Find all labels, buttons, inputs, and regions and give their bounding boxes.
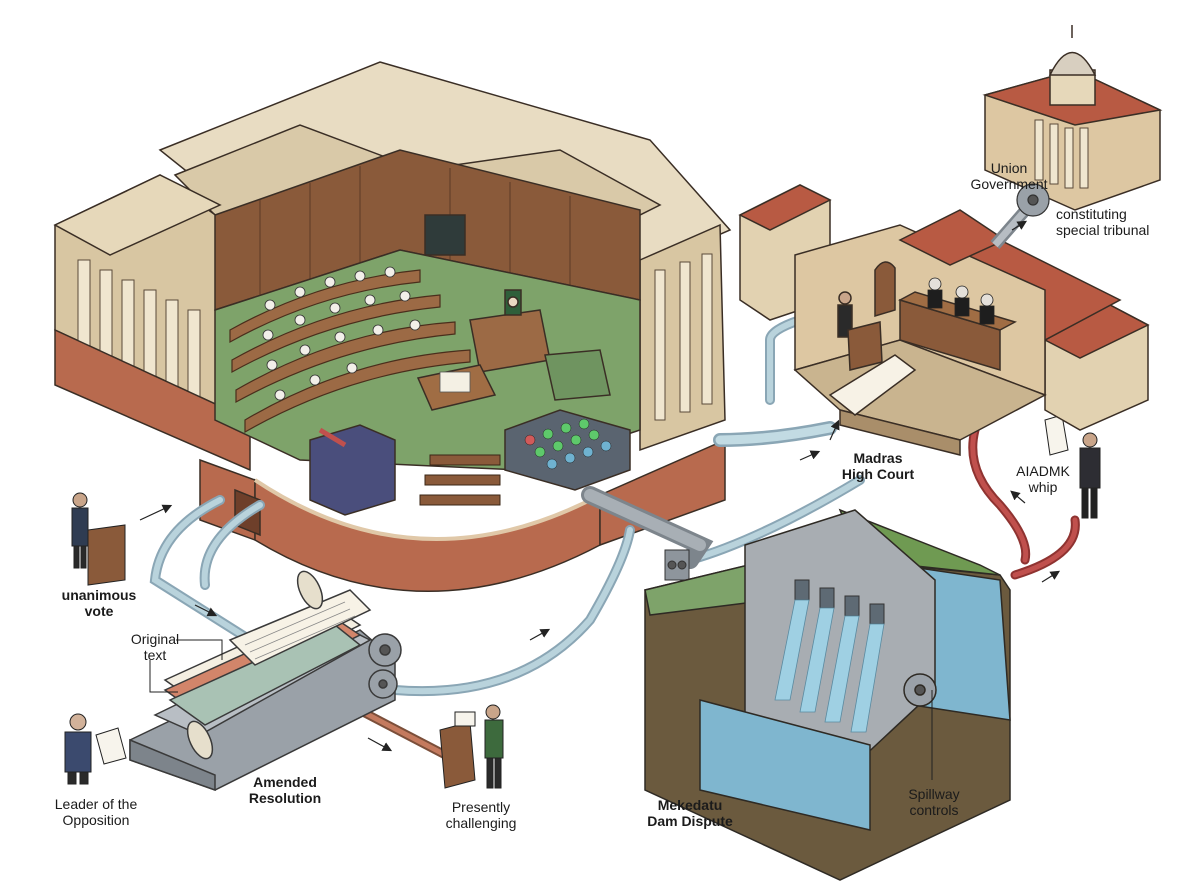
label-aiadmk-whip: AIADMK whip <box>1016 463 1070 495</box>
whip-figure <box>1044 414 1101 519</box>
label-presently-challenging: Presently challenging <box>445 799 517 831</box>
speaker-figure <box>71 492 126 586</box>
high-court-complex <box>738 184 1150 456</box>
label-unanimous-vote: unanimous vote <box>61 587 137 619</box>
flow-arrows <box>139 220 1061 752</box>
resolution-machine <box>129 570 402 792</box>
label-spillway-controls: Spillway controls <box>908 786 960 818</box>
label-mekedatu-dam-dispute: Mekedatu Dam Dispute <box>647 797 733 829</box>
label-leader-of-opposition: Leader of the Opposition <box>54 796 138 828</box>
label-original-text: Original text <box>130 631 180 663</box>
pipe-support <box>664 549 690 581</box>
challenger-figure <box>439 704 504 789</box>
opposition-leader-figure <box>64 713 127 785</box>
dam-cutaway <box>644 508 1011 881</box>
label-amended-resolution: Amended Resolution <box>248 774 322 806</box>
label-union-government: Union Government <box>970 160 1048 192</box>
union-government-building <box>982 25 1163 211</box>
pipes <box>149 315 1080 765</box>
tribunal-gear <box>990 183 1050 249</box>
label-constituting-tribunal: constituting special tribunal <box>1056 206 1150 238</box>
label-madras-high-court: Madras High Court <box>841 450 915 482</box>
callout-lines <box>149 639 933 780</box>
